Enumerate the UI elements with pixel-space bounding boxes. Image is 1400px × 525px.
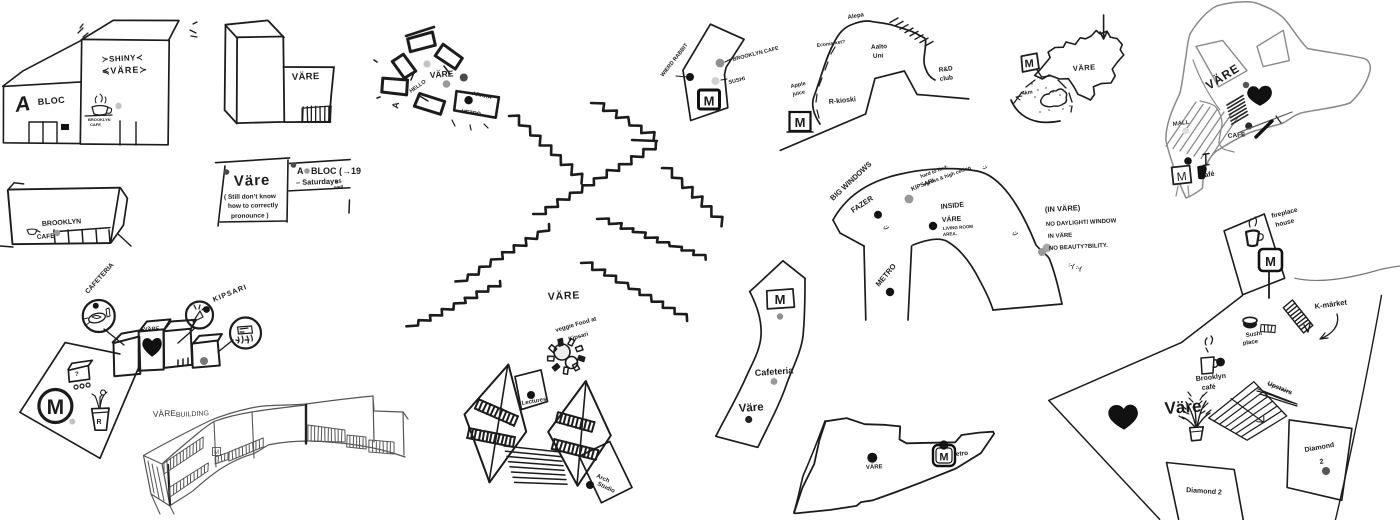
svg-text:Lectures: Lectures — [521, 397, 547, 407]
svg-text::): :) — [981, 165, 988, 170]
svg-text:BROOKLYN: BROOKLYN — [42, 218, 82, 228]
svg-text:VÄRE: VÄRE — [429, 68, 454, 80]
svg-text:VÄRE: VÄRE — [292, 71, 320, 83]
svg-text:VÄRE: VÄRE — [1073, 62, 1096, 73]
svg-text:VÄRE: VÄRE — [153, 408, 177, 419]
svg-text:club: club — [939, 74, 953, 83]
svg-text:M: M — [704, 94, 715, 109]
svg-text:A: A — [297, 166, 304, 176]
svg-text:≼VÄRE≻: ≼VÄRE≻ — [102, 64, 148, 76]
svg-text:4km: 4km — [1021, 89, 1033, 96]
svg-text:Cafeteria: Cafeteria — [754, 365, 794, 378]
svg-text:Arch: Arch — [595, 473, 610, 484]
svg-text:NO BEAUTY?BILITY.: NO BEAUTY?BILITY. — [1049, 243, 1109, 252]
svg-text:ARKKA: ARKKA — [472, 91, 493, 101]
svg-text:AREA.: AREA. — [943, 231, 957, 237]
svg-text:NO DAYLIGHT/ WINDOW: NO DAYLIGHT/ WINDOW — [1046, 218, 1117, 228]
svg-text:M: M — [775, 292, 786, 307]
svg-text:etro: etro — [956, 450, 969, 458]
svg-text:M: M — [1176, 169, 1187, 184]
svg-text:A: A — [390, 101, 401, 110]
svg-text:M: M — [939, 452, 948, 464]
svg-text:place: place — [1242, 339, 1259, 347]
svg-text:BLOC (→19: BLOC (→19 — [311, 166, 361, 176]
svg-text:( Still don’t know: ( Still don’t know — [224, 193, 277, 201]
svg-text::-( :-(: :-( :-( — [1067, 262, 1082, 272]
svg-text:CAFE: CAFE — [1227, 131, 1246, 140]
svg-text:;): ;) — [882, 225, 889, 231]
svg-text:pronounce ): pronounce ) — [231, 212, 269, 220]
svg-text:M: M — [214, 450, 219, 456]
svg-text:Väre: Väre — [738, 401, 764, 415]
svg-text:CAFE: CAFE — [90, 122, 101, 127]
svg-text:M: M — [1265, 254, 1276, 269]
svg-text:– Saturdays: – Saturdays — [296, 177, 339, 187]
svg-text:Ecomarket?: Ecomarket? — [816, 39, 845, 49]
svg-text:CAFE: CAFE — [37, 233, 56, 241]
svg-text:2: 2 — [1319, 458, 1324, 466]
svg-text:Uni: Uni — [873, 52, 884, 60]
svg-text:?: ? — [75, 372, 79, 378]
svg-text:house: house — [1275, 217, 1296, 229]
svg-text:as: as — [335, 178, 343, 184]
svg-text:IN VÄRE: IN VÄRE — [1048, 232, 1073, 240]
svg-text:Diamond 2: Diamond 2 — [1186, 487, 1222, 496]
svg-text:≻SHINY≺: ≻SHINY≺ — [102, 53, 144, 64]
svg-text:INSIDE: INSIDE — [940, 202, 964, 211]
svg-text:café: café — [1201, 384, 1216, 392]
svg-text:METRO: METRO — [461, 109, 482, 118]
svg-text:R-kioski: R-kioski — [828, 96, 856, 106]
svg-text:M: M — [795, 115, 806, 130]
svg-text:A: A — [13, 92, 32, 117]
svg-text:Aalto: Aalto — [871, 43, 888, 51]
svg-text:MALL: MALL — [1172, 120, 1190, 128]
svg-text:BUILDING: BUILDING — [176, 410, 209, 419]
svg-text:BROOKLYN: BROOKLYN — [88, 117, 111, 122]
svg-text:VÄRE: VÄRE — [866, 463, 883, 471]
svg-text:Brooklyn: Brooklyn — [1195, 373, 1226, 383]
svg-text:LIVING ROOM: LIVING ROOM — [943, 224, 974, 231]
svg-text:R: R — [96, 419, 101, 426]
svg-text:Sushi: Sushi — [1245, 331, 1262, 339]
svg-text:;): ;) — [1011, 231, 1018, 237]
svg-text:M: M — [1024, 58, 1034, 71]
svg-text:café: café — [1200, 171, 1215, 180]
svg-text:how to correctly: how to correctly — [228, 202, 279, 210]
svg-text:M: M — [47, 396, 65, 419]
svg-text:SUSHI: SUSHI — [728, 76, 746, 86]
svg-text:Kipsari: Kipsari — [568, 331, 590, 342]
svg-text:(IN VÄRE): (IN VÄRE) — [1045, 203, 1081, 214]
svg-text:Apple: Apple — [790, 81, 806, 90]
svg-text:VÄRE: VÄRE — [942, 215, 962, 224]
svg-text:R&D: R&D — [938, 65, 953, 74]
svg-text:BLOC: BLOC — [37, 95, 65, 107]
svg-text:juice: juice — [791, 89, 805, 98]
svg-text:VÄRE: VÄRE — [547, 288, 580, 303]
svg-text:Alepa: Alepa — [847, 12, 865, 21]
svg-text:Väre: Väre — [234, 172, 271, 190]
svg-text:VÄRE: VÄRE — [144, 325, 160, 333]
